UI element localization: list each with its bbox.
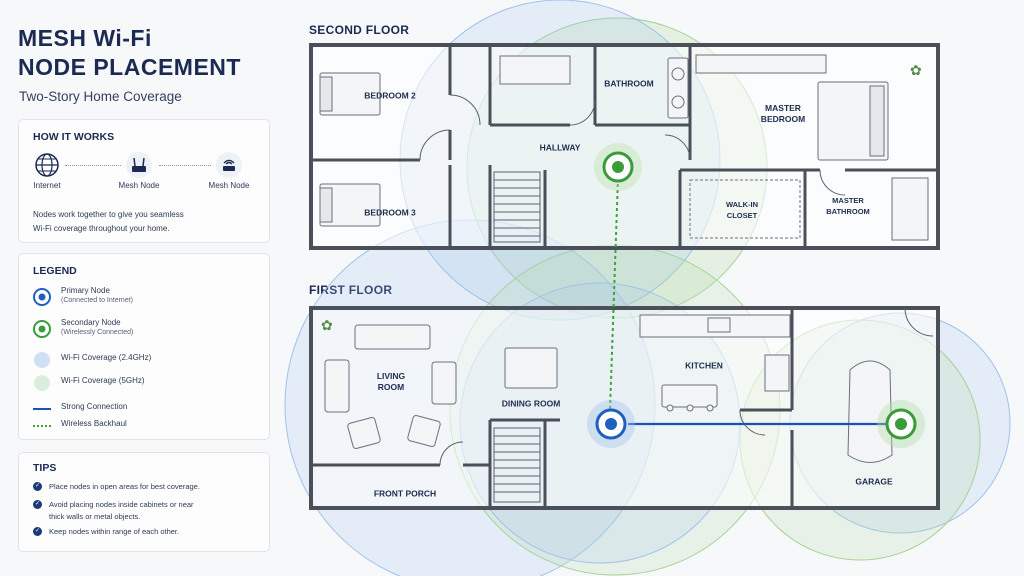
walk-in-shelf: [689, 179, 801, 239]
room-label-bedroom-3: BEDROOM 3: [364, 207, 416, 218]
armchair-icon: [407, 414, 441, 448]
stairs-upper: [493, 171, 541, 243]
legend-strong-connection: Strong Connection: [33, 398, 258, 422]
stairs-lower: [493, 427, 541, 503]
first-floor-title: FIRST FLOOR: [309, 283, 393, 297]
wireless-backhaul-line: [609, 177, 619, 411]
room-label-living-room: LIVING ROOM: [376, 371, 406, 392]
stove-icon: [764, 354, 790, 392]
how-it-works-panel: HOW IT WORKS Internet Mesh Node Mesh Nod…: [18, 119, 270, 243]
legend-coverage-24ghz: Wi-Fi Coverage (2.4GHz): [33, 349, 258, 373]
globe-icon: [35, 153, 59, 177]
sink-icon: [707, 317, 731, 333]
room-label-kitchen: KITCHEN: [685, 360, 723, 371]
room-label-master-bathroom: MASTER BATHROOM: [826, 196, 870, 216]
second-floor-plan: ✿: [309, 43, 940, 250]
legend-heading: LEGEND: [33, 265, 77, 277]
door-arcs: [419, 94, 846, 196]
tips-panel: TIPS ✓ Place nodes in open areas for bes…: [18, 452, 270, 552]
kitchen-island-icon: [661, 384, 718, 408]
plant-icon: ✿: [321, 318, 333, 334]
room-label-garage: GARAGE: [855, 476, 893, 487]
furniture-upper: [319, 54, 929, 241]
how-step-mesh-node-1: Mesh Node: [118, 181, 160, 190]
tips-heading: TIPS: [33, 462, 57, 474]
how-step-internet: Internet: [33, 181, 61, 190]
sofa-icon: [324, 359, 350, 413]
secondary-node-garage[interactable]: [877, 400, 925, 448]
room-label-front-porch: FRONT PORCH: [373, 488, 437, 499]
second-floor-title: SECOND FLOOR: [309, 23, 410, 37]
how-it-works-heading: HOW IT WORKS: [33, 131, 115, 143]
how-connector-1: [65, 165, 121, 166]
armchair-icon: [347, 416, 381, 450]
tub: [499, 55, 571, 85]
how-step-mesh-node-2: Mesh Node: [208, 181, 250, 190]
router-icon: [126, 152, 152, 178]
car-icon: [847, 360, 893, 463]
check-icon: ✓: [33, 527, 42, 536]
check-icon: ✓: [33, 482, 42, 491]
shower: [891, 177, 929, 241]
primary-node-swatch: [33, 288, 51, 306]
legend-panel: LEGEND Primary Node (Connected to Intern…: [18, 253, 270, 440]
primary-node[interactable]: [587, 400, 635, 448]
secondary-node-swatch: [33, 320, 51, 338]
how-connector-2: [159, 165, 211, 166]
furniture-lower: [324, 314, 893, 463]
armchair-icon: [431, 361, 457, 405]
room-label-bathroom: BATHROOM: [604, 78, 654, 89]
legend-secondary-node: Secondary Node (Wirelessly Connected): [33, 318, 258, 342]
room-label-master-bedroom: MASTER BEDROOM: [760, 103, 806, 124]
door-arcs-lower: [439, 307, 934, 466]
room-label-walk-in-closet: WALK-IN CLOSET: [725, 200, 759, 220]
legend-coverage-5ghz: Wi-Fi Coverage (5GHz): [33, 372, 258, 396]
sofa-icon: [354, 324, 431, 350]
first-floor-plan: ✿: [309, 306, 940, 510]
coverage-5ghz-swatch: [34, 375, 50, 391]
how-it-works-description: Nodes work together to give you seamless…: [33, 210, 184, 233]
coverage-24ghz-swatch: [34, 352, 50, 368]
strong-connection-swatch: [33, 408, 51, 410]
plant-icon: ✿: [910, 63, 922, 79]
legend-wireless-backhaul: Wireless Backhaul: [33, 415, 258, 439]
page-subtitle: Two-Story Home Coverage: [19, 89, 182, 104]
secondary-node-upper[interactable]: [594, 143, 642, 191]
room-label-bedroom-2: BEDROOM 2: [364, 90, 416, 101]
check-icon: ✓: [33, 500, 42, 509]
vanity: [667, 57, 689, 119]
mesh-node-icon: [216, 152, 242, 178]
dining-table-icon: [504, 347, 558, 389]
room-label-hallway: HALLWAY: [539, 142, 581, 153]
legend-primary-node: Primary Node (Connected to Internet): [33, 286, 258, 310]
closet-shelf: [695, 54, 827, 74]
page-title: MESH Wi-Fi NODE PLACEMENT: [18, 25, 241, 80]
room-label-dining-room: DINING ROOM: [501, 398, 561, 409]
wireless-backhaul-swatch: [33, 425, 51, 427]
